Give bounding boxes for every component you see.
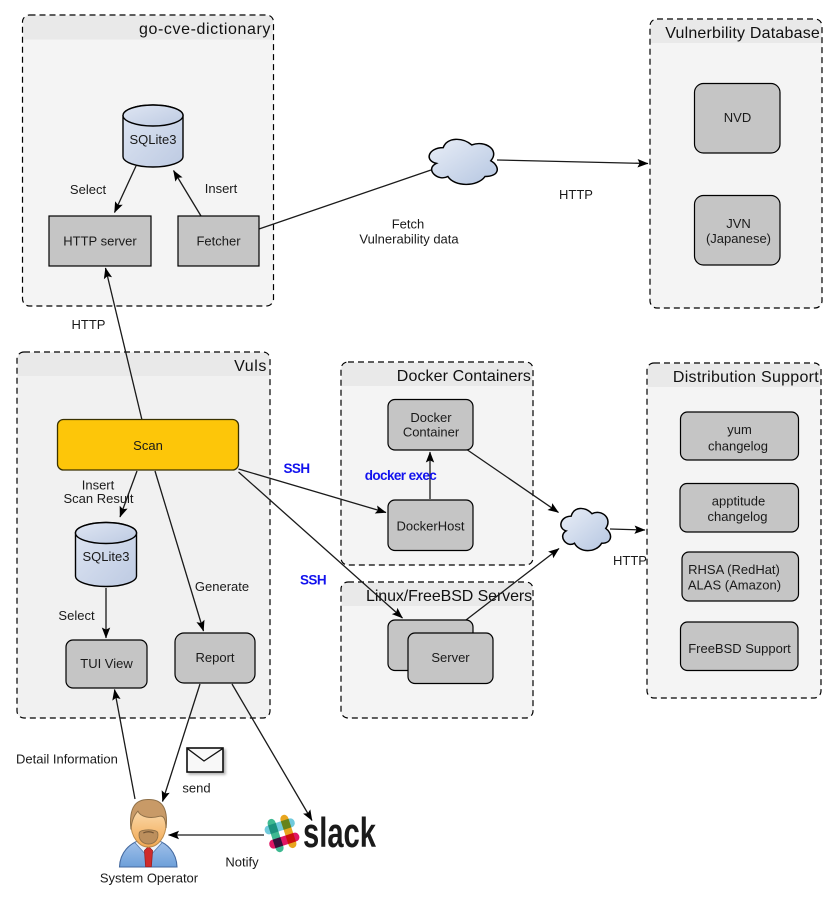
svg-text:Fetcher: Fetcher <box>196 234 241 249</box>
svg-text:JVN: JVN <box>726 216 751 231</box>
svg-text:docker exec: docker exec <box>365 468 438 483</box>
svg-text:SSH: SSH <box>284 461 310 476</box>
svg-text:(Japanese): (Japanese) <box>706 231 771 246</box>
svg-text:Fetch: Fetch <box>392 217 425 232</box>
svg-text:Docker: Docker <box>410 410 452 425</box>
svg-text:Insert: Insert <box>205 181 238 196</box>
svg-text:apptitude: apptitude <box>712 494 766 509</box>
svg-text:TUI View: TUI View <box>80 656 133 671</box>
svg-text:Docker Containers: Docker Containers <box>397 368 531 385</box>
svg-text:HTTP: HTTP <box>559 187 593 202</box>
svg-text:Distribution Support: Distribution Support <box>673 369 819 386</box>
svg-text:changelog: changelog <box>708 509 768 524</box>
svg-text:HTTP: HTTP <box>613 553 647 568</box>
svg-text:Report: Report <box>195 650 234 665</box>
svg-text:FreeBSD Support: FreeBSD Support <box>688 641 791 656</box>
svg-text:slack: slack <box>303 809 376 856</box>
svg-text:Generate: Generate <box>195 579 249 594</box>
svg-text:HTTP: HTTP <box>72 317 106 332</box>
svg-text:go-cve-dictionary: go-cve-dictionary <box>139 21 271 38</box>
svg-text:SQLite3: SQLite3 <box>130 132 177 147</box>
svg-text:HTTP server: HTTP server <box>63 234 137 249</box>
svg-text:Vuls: Vuls <box>234 358 267 375</box>
svg-text:changelog: changelog <box>708 439 768 454</box>
svg-text:Vulnerbility Database: Vulnerbility Database <box>665 25 820 42</box>
svg-text:NVD: NVD <box>724 110 751 125</box>
svg-text:Scan Result: Scan Result <box>63 491 133 506</box>
svg-text:send: send <box>182 781 210 796</box>
svg-text:Scan: Scan <box>133 438 163 453</box>
svg-text:Select: Select <box>58 608 95 623</box>
svg-text:yum: yum <box>727 422 752 437</box>
svg-text:Server: Server <box>431 650 470 665</box>
svg-text:ALAS (Amazon): ALAS (Amazon) <box>688 578 781 593</box>
svg-text:Select: Select <box>70 182 107 197</box>
svg-text:SSH: SSH <box>300 573 326 588</box>
svg-text:Container: Container <box>403 425 460 440</box>
svg-text:DockerHost: DockerHost <box>397 519 465 534</box>
svg-text:Vulnerability data: Vulnerability data <box>359 232 459 247</box>
svg-text:Insert: Insert <box>82 478 115 493</box>
svg-text:Linux/FreeBSD Servers: Linux/FreeBSD Servers <box>366 588 532 605</box>
svg-text:Detail Information: Detail Information <box>16 752 118 767</box>
svg-text:System Operator: System Operator <box>100 871 199 886</box>
svg-text:SQLite3: SQLite3 <box>83 549 130 564</box>
svg-text:Notify: Notify <box>225 855 259 870</box>
svg-text:RHSA (RedHat): RHSA (RedHat) <box>688 562 780 577</box>
